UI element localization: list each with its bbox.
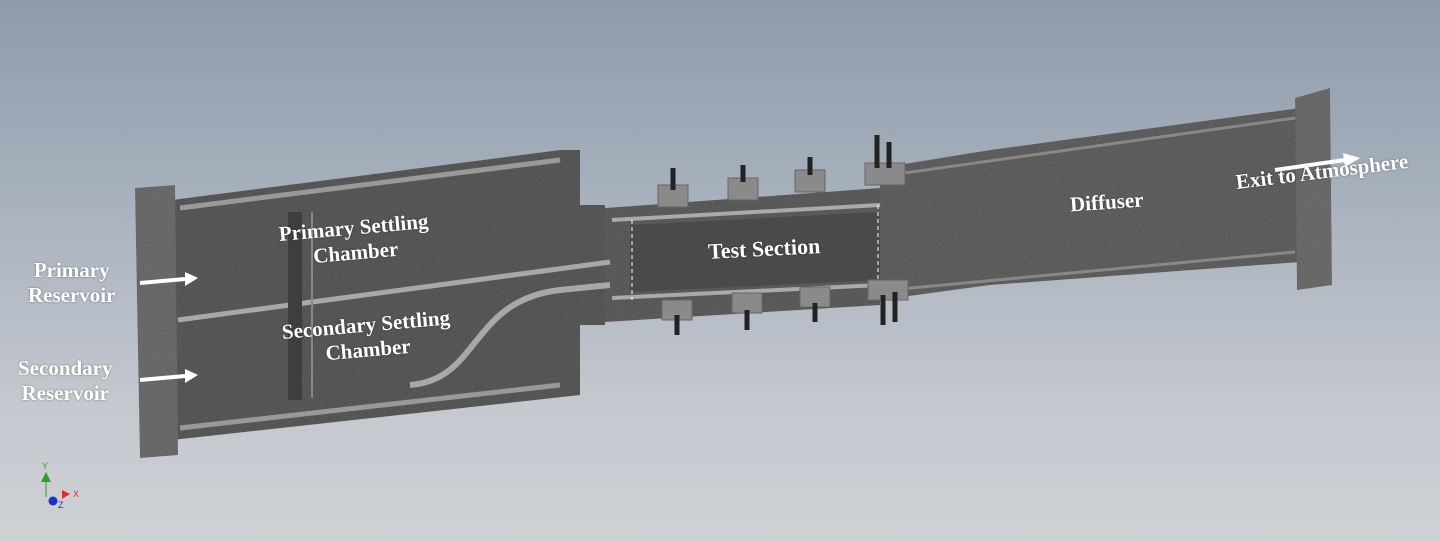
label-line: Reservoir <box>21 381 109 405</box>
x-axis-label: X <box>73 489 80 499</box>
z-axis-icon <box>48 496 58 506</box>
splitter-plate <box>177 259 611 323</box>
diffuser-top-wall <box>889 116 1296 177</box>
y-axis-label: Y <box>42 461 49 471</box>
test-section-window <box>630 212 880 292</box>
rail <box>611 283 881 300</box>
clamp-blocks <box>657 162 909 321</box>
z-axis-label: Z <box>58 500 64 510</box>
label-line: Reservoir <box>28 283 116 307</box>
diffuser-body <box>880 108 1300 300</box>
diffuser-label: Diffuser <box>1069 187 1145 217</box>
y-axis-icon <box>41 472 51 482</box>
secondary-nozzle-contour <box>409 282 611 388</box>
rail <box>611 203 881 222</box>
bolts <box>670 135 898 335</box>
x-axis-icon <box>62 490 70 499</box>
diffuser-bottom-wall <box>889 250 1296 292</box>
inlet-end-plate <box>135 185 178 458</box>
settling-chamber-body <box>172 150 605 440</box>
exit-flange <box>1295 88 1332 290</box>
flow-arrows <box>139 153 1360 383</box>
bottom-wall <box>179 382 561 431</box>
axis-triad <box>41 472 70 506</box>
primary-reservoir-label: Primary Reservoir <box>28 258 115 308</box>
secondary-reservoir-label: Secondary Reservoir <box>18 356 113 406</box>
honeycomb-screen <box>288 212 302 400</box>
label-line: Secondary <box>18 356 113 380</box>
label-line: Primary <box>33 258 110 282</box>
top-wall <box>179 157 561 211</box>
